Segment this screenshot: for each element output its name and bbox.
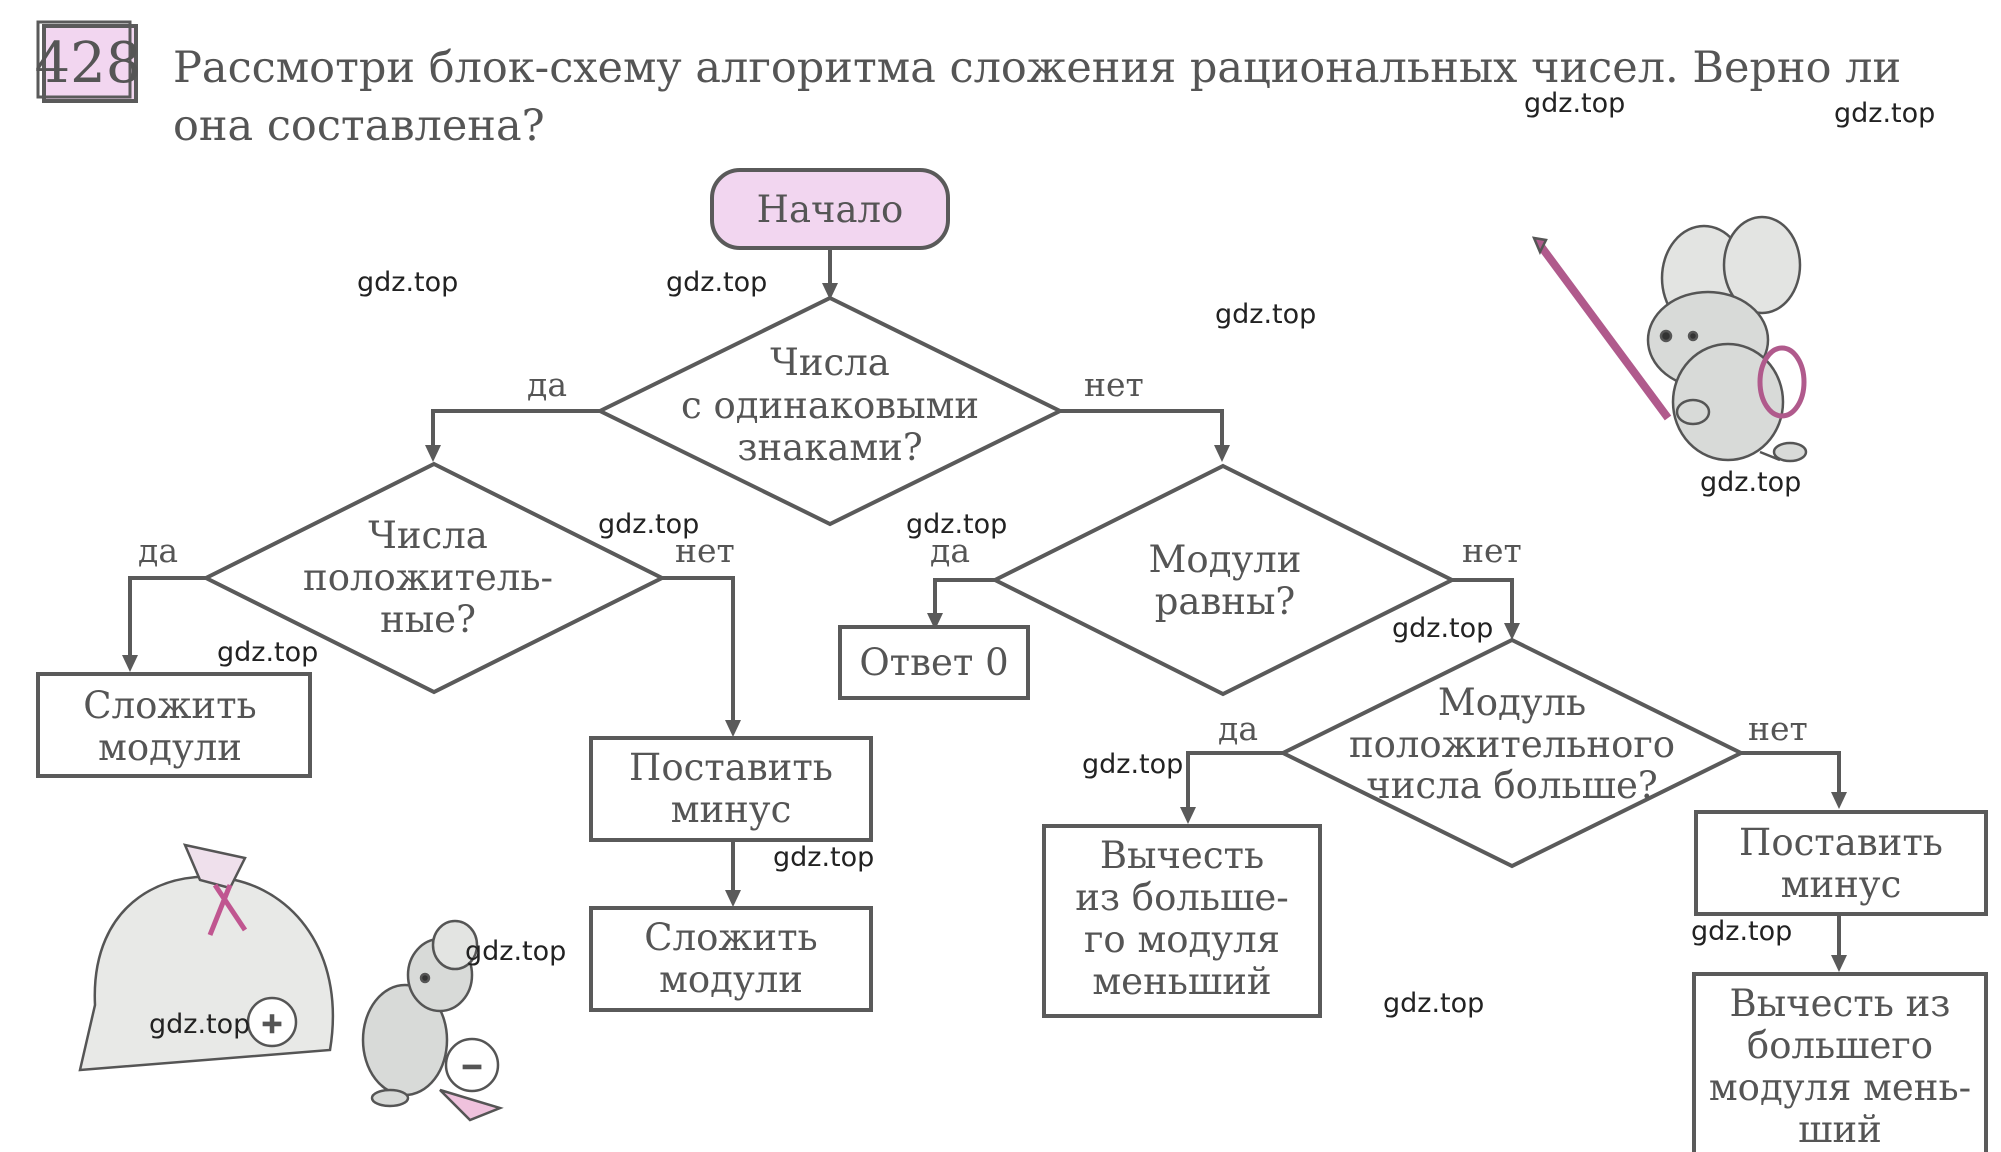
decision-positive-greater-line-1: Модуль	[1438, 681, 1586, 724]
process-subtract-2-line-3: модуля мень-	[1709, 1066, 1971, 1109]
edge-label-no-4: нет	[1748, 709, 1808, 748]
watermark: gdz.top	[217, 637, 318, 668]
process-subtract-2-line-4: ший	[1798, 1108, 1882, 1151]
decision-positive-line-2: положитель-	[303, 556, 553, 599]
process-subtract-1	[1042, 824, 1322, 1018]
edge-label-no-2: нет	[675, 531, 735, 570]
process-subtract-2	[1692, 972, 1988, 1152]
watermark: gdz.top	[1834, 98, 1935, 129]
watermark: gdz.top	[1215, 299, 1316, 330]
watermarks: gdz.top gdz.top gdz.top gdz.top gdz.top …	[149, 88, 1935, 1040]
decision-same-sign-line-1: Числа	[770, 341, 890, 384]
mouse-with-pencil-illustration	[1531, 215, 1808, 463]
process-add-modules-left-line-1: Сложить	[83, 684, 256, 727]
decision-positive-greater	[1278, 637, 1746, 869]
svg-text:+: +	[261, 1009, 283, 1039]
process-subtract-2-line-2: большего	[1747, 1024, 1933, 1067]
start-node-label: Начало	[757, 188, 904, 231]
watermark: gdz.top	[1691, 916, 1792, 947]
process-answer-zero-label: Ответ 0	[859, 641, 1008, 684]
mouse-with-sack-illustration: + −	[78, 843, 504, 1122]
problem-number: 428	[35, 20, 142, 103]
edge-label-yes-1: да	[527, 365, 567, 404]
process-put-minus-1-line-1: Поставить	[629, 746, 833, 789]
process-put-minus-1	[589, 736, 873, 842]
process-add-modules-2-line-2: модули	[659, 958, 803, 1001]
problem-text-line-2: она составлена?	[173, 101, 545, 151]
decision-same-sign	[595, 295, 1065, 527]
problem-number-text: 428	[35, 31, 142, 96]
process-subtract-1-line-4: меньший	[1092, 960, 1271, 1003]
process-put-minus-2-line-2: минус	[1781, 863, 1902, 906]
watermark: gdz.top	[666, 267, 767, 298]
watermark: gdz.top	[598, 509, 699, 540]
decision-same-sign-line-2: с одинаковыми	[681, 384, 979, 427]
process-answer-zero	[838, 625, 1030, 700]
process-subtract-2-line-1: Вычесть из	[1730, 982, 1951, 1025]
watermark: gdz.top	[1392, 613, 1493, 644]
watermark: gdz.top	[1700, 467, 1801, 498]
decision-positive-line-1: Числа	[368, 514, 488, 557]
process-put-minus-2-line-1: Поставить	[1739, 821, 1943, 864]
process-put-minus-1-line-2: минус	[671, 788, 792, 831]
watermark: gdz.top	[149, 1009, 250, 1040]
watermark: gdz.top	[357, 267, 458, 298]
process-subtract-1-line-2: из больше-	[1075, 876, 1289, 919]
watermark: gdz.top	[1383, 988, 1484, 1019]
edge-label-yes-2: да	[138, 531, 178, 570]
decision-same-sign-line-3: знаками?	[737, 426, 922, 469]
edge-label-no-3: нет	[1462, 531, 1522, 570]
edge-label-yes-3: да	[930, 531, 970, 570]
process-add-modules-2-line-1: Сложить	[644, 916, 817, 959]
process-subtract-1-line-1: Вычесть	[1100, 834, 1264, 877]
process-put-minus-2	[1694, 810, 1988, 916]
svg-text:−: −	[461, 1052, 483, 1082]
watermark: gdz.top	[906, 509, 1007, 540]
decision-positive-line-3: ные?	[380, 598, 476, 641]
problem-text-line-1: Рассмотри блок-схему алгоритма сложения …	[173, 43, 1901, 93]
decision-positive-greater-line-2: положительного	[1349, 723, 1675, 766]
watermark: gdz.top	[1524, 88, 1625, 119]
process-add-modules-2	[589, 906, 873, 1012]
process-add-modules-left-line-2: модули	[98, 726, 242, 769]
decision-modules-equal	[990, 463, 1457, 697]
decision-positive	[201, 461, 667, 695]
process-add-modules-left	[36, 672, 312, 778]
decision-modules-equal-line-2: равны?	[1155, 580, 1296, 623]
decision-modules-equal-line-1: Модули	[1149, 538, 1302, 581]
watermark: gdz.top	[465, 936, 566, 967]
edge-label-no-1: нет	[1084, 365, 1144, 404]
connectors	[122, 248, 1847, 972]
watermark: gdz.top	[773, 842, 874, 873]
watermark: gdz.top	[1082, 749, 1183, 780]
decision-positive-greater-line-3: числа больше?	[1366, 764, 1658, 807]
process-subtract-1-line-3: го модуля	[1084, 918, 1280, 961]
edge-label-yes-4: да	[1218, 709, 1258, 748]
